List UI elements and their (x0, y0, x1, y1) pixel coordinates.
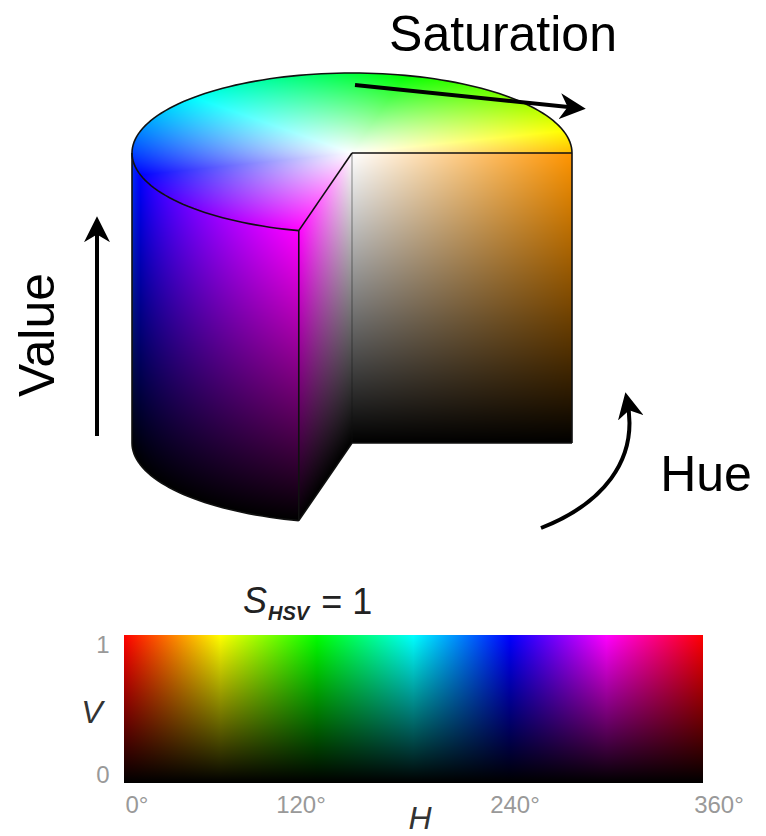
value-arrow (95, 224, 99, 436)
tick-label: 360° (694, 793, 744, 817)
saturation-arrow (355, 85, 578, 108)
outline-edge (299, 443, 352, 521)
axis-label: Saturation (389, 9, 617, 59)
outline-edge (132, 443, 299, 521)
formula-value: = 1 (321, 584, 372, 620)
axis-label: Hue (660, 449, 752, 499)
cylinder-outline (132, 73, 572, 521)
outline-edge (352, 442, 572, 444)
outline-edge (298, 231, 300, 521)
tick-label: 1 (96, 633, 109, 657)
axis-name: V (81, 696, 102, 728)
value-shade (124, 635, 703, 783)
tick-label: 0 (96, 763, 109, 787)
tick-label: 240° (490, 793, 540, 817)
hsv-cylinder (0, 0, 766, 560)
outline-edge (352, 152, 572, 154)
outline-edge (131, 153, 133, 443)
axis-edge (352, 153, 353, 443)
outline-edge (571, 153, 573, 443)
tick-label: 120° (276, 793, 326, 817)
formula-symbol: S (243, 583, 267, 619)
axis-name: H (408, 802, 431, 834)
formula-subscript: HSV (268, 603, 309, 623)
outline-edge (299, 153, 352, 231)
tick-label: 0° (126, 793, 149, 817)
hue-arrow (541, 400, 629, 528)
axis-label: Value (12, 273, 62, 397)
hue-value-bar (124, 635, 703, 783)
